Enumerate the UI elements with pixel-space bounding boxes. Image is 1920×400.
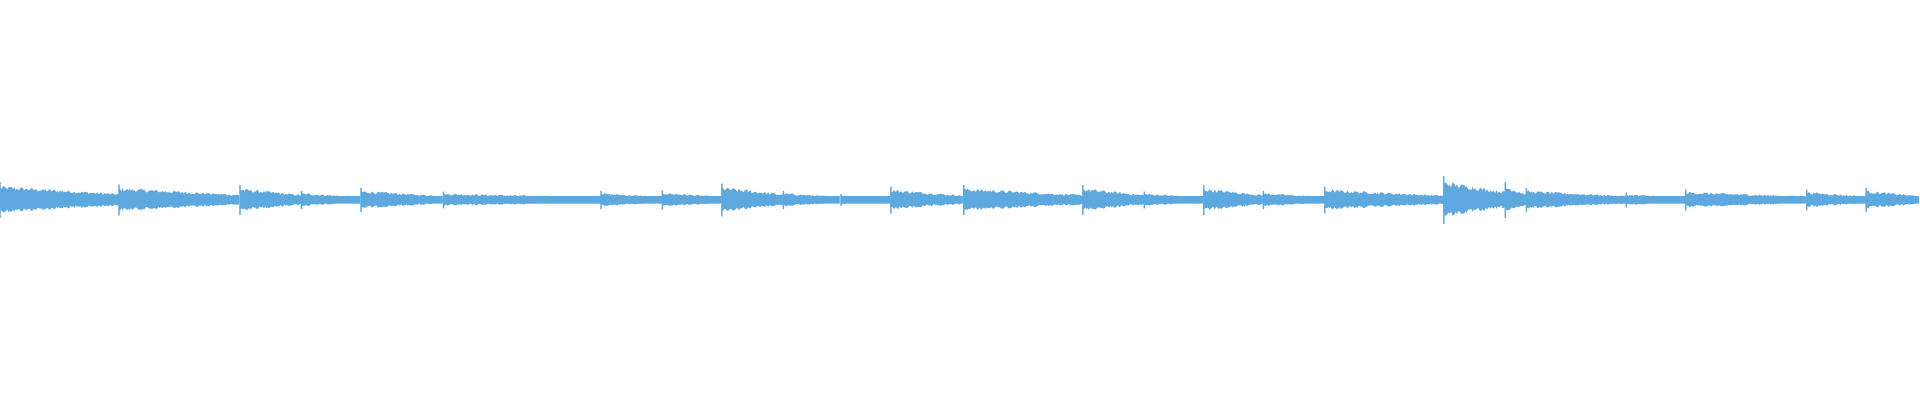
waveform-segment [240,188,302,211]
waveform-segment [890,190,963,209]
waveform-segment [1806,192,1866,208]
waveform-segment [1626,194,1685,205]
waveform-segment [119,187,239,211]
waveform-segment [601,193,663,207]
waveform-segment [963,188,1083,211]
waveform-segment [443,193,601,206]
waveform-segment [662,192,722,207]
waveform-segment [1263,193,1325,207]
waveform-segment [1082,188,1145,211]
waveform-segment [361,191,443,208]
waveform-segment [783,192,840,207]
waveform-segment [1203,188,1263,211]
waveform-segment [1324,189,1444,210]
waveform-segment [1144,193,1204,206]
waveform-segments [0,176,1919,224]
waveform-segment [1526,190,1626,209]
waveform-segment [841,195,891,204]
waveform-segment [1866,190,1919,209]
waveform-segment [1685,191,1806,208]
waveform-segment [301,193,361,207]
waveform-segment [0,185,119,213]
waveform-segment [1443,182,1505,217]
waveform-segment [721,187,784,212]
waveform-segment [1505,187,1526,212]
